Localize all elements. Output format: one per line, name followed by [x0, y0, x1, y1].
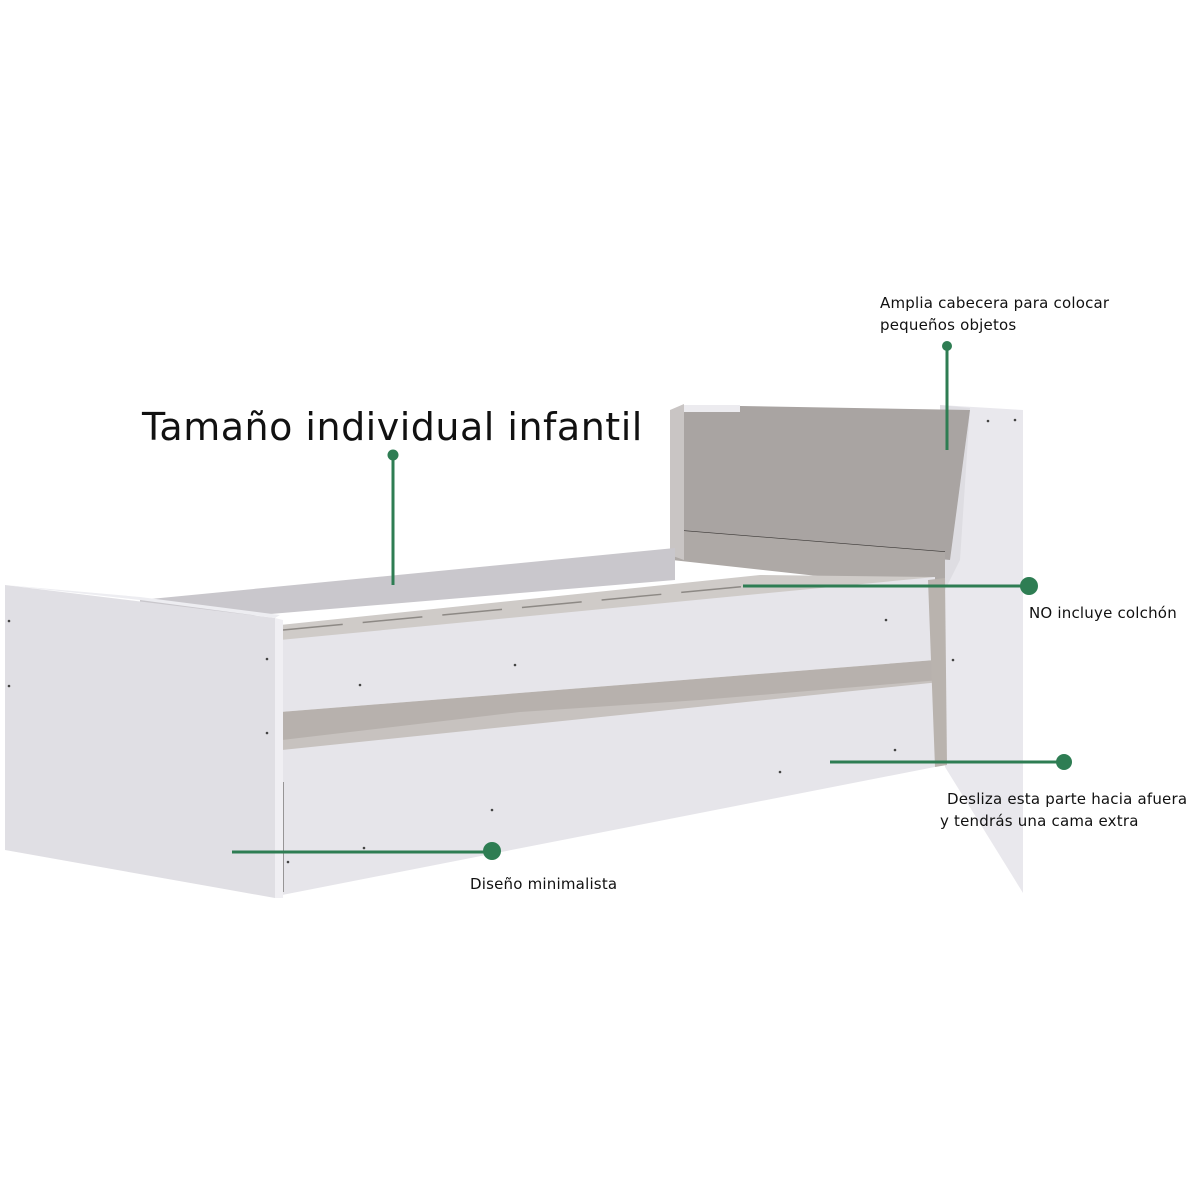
- screw-dots: [7, 418, 1017, 864]
- callout-trundle-line2: y tendrás una cama extra: [940, 812, 1139, 830]
- callout-headboard-line1: Amplia cabecera para colocar: [880, 294, 1110, 312]
- callout-headboard-line2: pequeños objetos: [880, 316, 1017, 334]
- headboard-panel: [683, 405, 970, 560]
- callout-trundle: Desliza esta parte hacia afuera y tendrá…: [940, 788, 1187, 832]
- callout-mattress: NO incluye colchón: [1029, 604, 1177, 622]
- upper-front-rail: [280, 577, 935, 712]
- footboard-panel: [5, 585, 275, 898]
- callout-trundle-line1: Desliza esta parte hacia afuera: [947, 790, 1188, 808]
- product-title: Tamaño individual infantil: [142, 405, 643, 449]
- callout-design: Diseño minimalista: [470, 875, 618, 893]
- back-rail: [140, 548, 675, 625]
- callout-headboard: Amplia cabecera para colocar pequeños ob…: [880, 292, 1109, 336]
- callout-lines: [232, 341, 1072, 860]
- trundle-drawer-front: [282, 682, 945, 895]
